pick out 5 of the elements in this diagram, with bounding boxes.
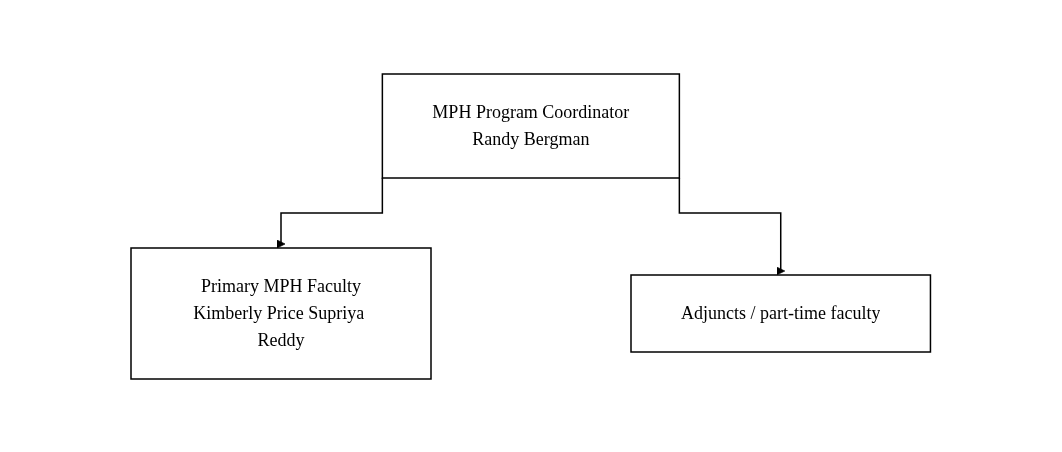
node-box: Primary MPH Faculty Kimberly Price Supriya Reddy — [130, 246, 432, 380]
arrow — [276, 176, 384, 248]
node-box: MPH Program Coordinator Randy Bergman — [381, 72, 681, 179]
arrow — [678, 176, 786, 275]
node-box: Adjuncts / part-time faculty — [630, 273, 932, 353]
